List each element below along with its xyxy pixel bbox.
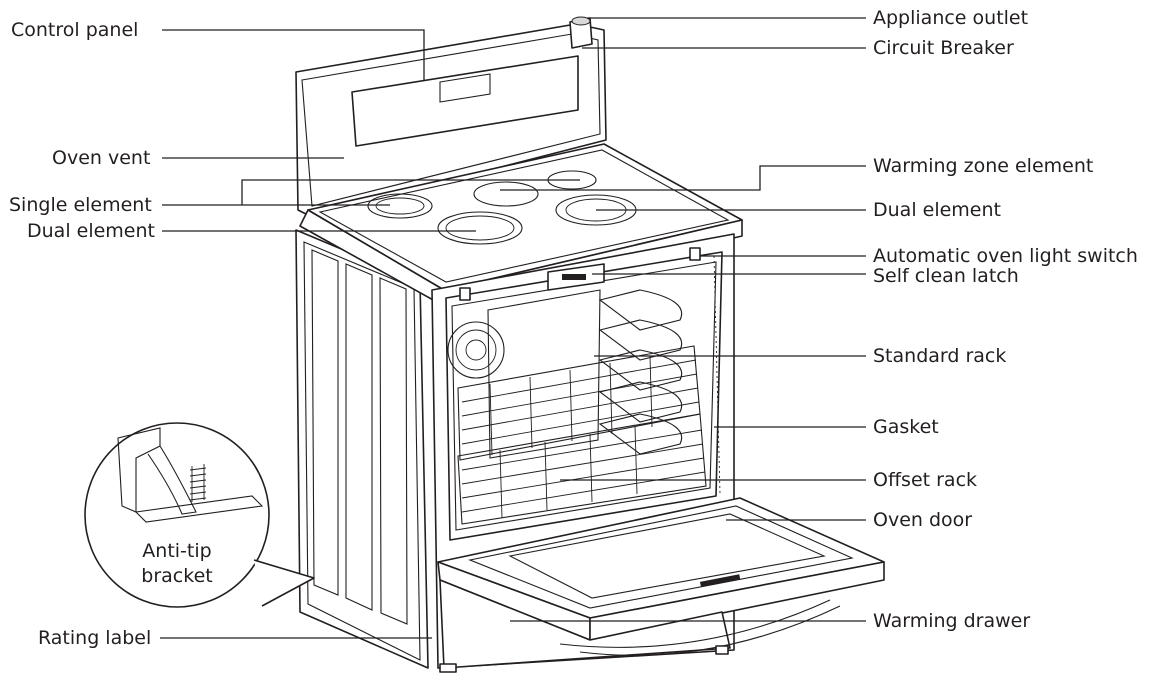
label-oven-vent: Oven vent	[52, 147, 150, 169]
label-offset-rack: Offset rack	[873, 469, 977, 491]
label-control-panel: Control panel	[11, 19, 138, 41]
label-circuit-breaker: Circuit Breaker	[873, 37, 1014, 59]
leader-lines	[160, 17, 866, 639]
burner-dual-front-left	[437, 211, 523, 245]
label-automatic-oven-light-switch: Automatic oven light switch	[873, 245, 1138, 267]
label-standard-rack: Standard rack	[873, 345, 1006, 367]
anti-tip-label-line2: bracket	[141, 565, 212, 587]
label-warming-zone-element: Warming zone element	[873, 155, 1093, 177]
label-rating-label: Rating label	[38, 627, 151, 649]
burner-single	[367, 193, 433, 219]
label-oven-door: Oven door	[873, 509, 972, 531]
range-illustration	[295, 16, 885, 673]
anti-tip-inset: Anti-tip bracket	[84, 422, 315, 608]
label-gasket: Gasket	[873, 416, 939, 438]
label-dual-element-left: Dual element	[27, 220, 155, 242]
label-self-clean-latch: Self clean latch	[873, 265, 1019, 287]
label-single-element: Single element	[9, 194, 152, 216]
burner-rear-center	[473, 181, 539, 207]
label-appliance-outlet: Appliance outlet	[873, 7, 1028, 29]
anti-tip-label-line1: Anti-tip	[142, 540, 211, 562]
callout-labels: Control panel Oven vent Single element D…	[9, 7, 1138, 649]
label-warming-drawer: Warming drawer	[873, 610, 1030, 632]
label-dual-element-right: Dual element	[873, 199, 1001, 221]
